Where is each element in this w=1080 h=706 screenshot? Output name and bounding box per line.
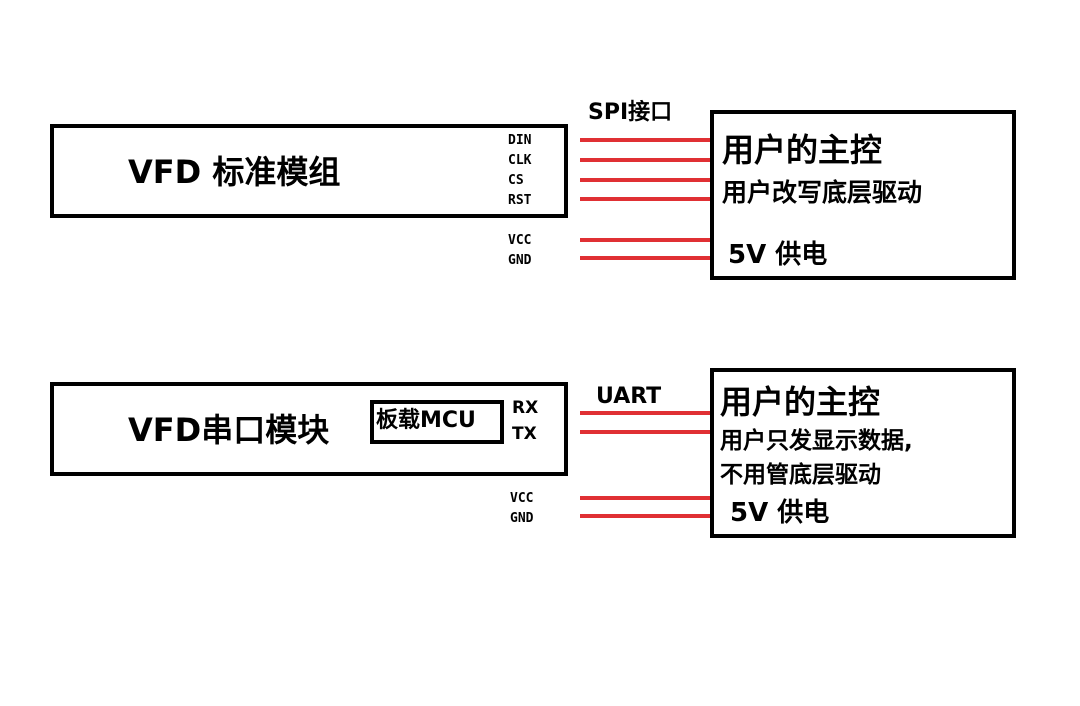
pin-cs-label: CS [508,173,524,188]
pin-rst-label: RST [508,193,532,208]
uart-wire-gnd [580,514,712,518]
wire-vcc [580,238,712,242]
uart-pin-gnd-label: GND [510,511,534,526]
wire-clk [580,158,712,162]
onboard-mcu-box [370,400,504,444]
wire-rst [580,197,712,201]
uart-host-title: 用户的主控 [720,383,881,421]
pin-clk-label: CLK [508,153,532,168]
uart-pin-vcc-label: VCC [510,491,534,506]
spi-host-title: 用户的主控 [722,131,883,169]
wire-tx [580,430,712,434]
wire-cs [580,178,712,182]
vfd-standard-module-title: VFD 标准模组 [128,153,341,191]
uart-bus-label: UART [596,384,662,409]
spi-host-box [710,110,1016,280]
wire-rx [580,411,712,415]
uart-host-description-line2: 不用管底层驱动 [720,462,881,488]
pin-tx-label: TX [512,424,537,444]
wire-gnd [580,256,712,260]
pin-rx-label: RX [512,398,539,418]
pin-din-label: DIN [508,133,532,148]
spi-bus-label: SPI接口 [588,100,673,125]
uart-host-power: 5V 供电 [730,498,830,528]
uart-host-description-line1: 用户只发显示数据, [720,428,913,454]
uart-host-box [710,368,1016,538]
vfd-standard-module-box [50,124,568,218]
wire-din [580,138,712,142]
onboard-mcu-label: 板载MCU [376,408,476,433]
uart-wire-vcc [580,496,712,500]
pin-gnd-label: GND [508,253,532,268]
spi-host-power: 5V 供电 [728,240,828,270]
pin-vcc-label: VCC [508,233,532,248]
spi-host-description: 用户改写底层驱动 [722,178,923,207]
vfd-serial-module-title: VFD串口模块 [128,411,330,449]
